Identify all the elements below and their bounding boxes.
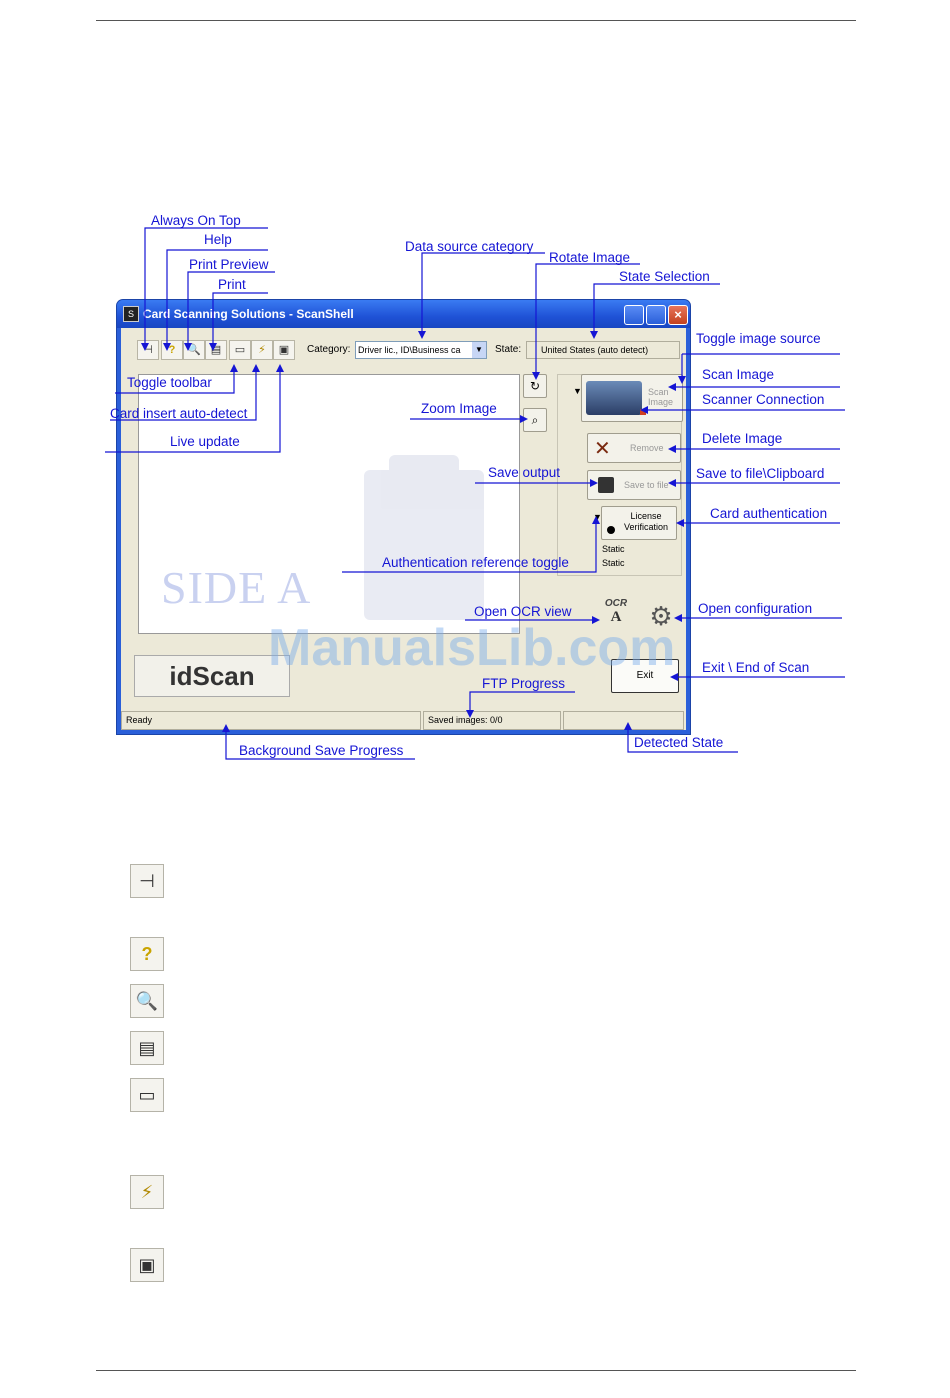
callout-card-authentication: Card authentication [710,506,828,521]
side-a-watermark: SIDE A [161,562,312,613]
callout-open-ocr-view: Open OCR view [474,604,572,619]
auth-reference-toggle[interactable]: ▼ [593,512,602,522]
legend-help-icon: ? [130,937,164,971]
pin-icon: ⊣ [143,344,153,356]
exit-button[interactable]: Exit [611,659,679,693]
status-ready: Ready [121,711,421,730]
wand-icon: ⚡ [258,344,266,356]
callout-live-update: Live update [170,434,240,449]
callout-scan-image: Scan Image [702,367,775,382]
bottom-rule [96,1370,856,1371]
save-to-file-label: Save to file [624,480,669,490]
static-text-1: Static [602,544,625,554]
legend-live-update-icon: ▣ [130,1248,164,1282]
delete-icon: ✕ [594,438,611,460]
chevron-down-icon: ▼ [472,342,486,358]
callout-ftp-progress: FTP Progress [482,676,566,691]
callout-save-output: Save output [488,465,561,480]
exit-label: Exit [636,670,654,681]
configuration-button[interactable]: ⚙ [643,598,679,634]
callout-print-preview: Print Preview [189,257,269,272]
live-update-icon: ▣ [278,344,290,356]
callout-authentication-reference-toggle: Authentication reference toggle [382,555,569,570]
zoom-icon: ⌕ [531,413,539,427]
callout-open-configuration: Open configuration [698,601,813,616]
callout-zoom-image: Zoom Image [421,401,497,416]
legend-toolbar-icon: ▭ [130,1078,164,1112]
callout-scanner-connection: Scanner Connection [702,392,825,407]
floppy-icon [598,477,614,493]
callout-help: Help [204,232,232,247]
license-label: License Verification [623,511,669,532]
idscan-logo-text: idScan [169,661,255,691]
state-label: State: [495,344,522,355]
license-verification-button[interactable]: License Verification [601,506,677,540]
status-saved-images: Saved images: 0/0 [423,711,561,730]
gear-icon: ⚙ [649,601,673,631]
callout-exit-end-of-scan: Exit \ End of Scan [702,660,810,675]
close-button[interactable]: × [668,305,688,325]
legend-pin-icon: ⊣ [130,864,164,898]
static-text-2: Static [602,558,625,568]
callout-toggle-image-source: Toggle image source [696,331,821,346]
remove-label: Remove [630,443,664,453]
manualslib-watermark: ManualsLib.com [268,619,676,677]
save-to-file-button[interactable]: Save to file [587,470,681,500]
legend-print-icon: ▤ [130,1031,164,1065]
callout-data-source-category: Data source category [405,239,534,254]
rotate-icon: ↻ [529,379,541,393]
client-area: ⊣ ? 🔍 ▤ ▭ ⚡ ▣ Category: Driver lic., ID\… [121,328,686,730]
callout-background-save-progress: Background Save Progress [239,743,404,758]
help-icon: ? [168,344,176,356]
callout-always-on-top: Always On Top [151,213,241,228]
category-value: Driver lic., ID\Business ca [358,345,461,355]
callout-delete-image: Delete Image [702,431,783,446]
print-preview-icon: 🔍 [187,344,201,356]
category-label: Category: [307,344,351,355]
ocr-view-button[interactable]: OCR A [595,598,637,634]
live-update-button[interactable]: ▣ [273,340,295,360]
license-dot-icon [607,526,615,534]
category-select[interactable]: Driver lic., ID\Business ca ▼ [355,341,487,359]
callout-card-insert-auto-detect: Card insert auto-detect [110,406,248,421]
maximize-button[interactable] [646,305,666,325]
state-value: United States (auto detect) [541,345,649,355]
card-insert-auto-detect-button[interactable]: ⚡ [251,340,273,360]
zoom-image-button[interactable]: ⌕ [523,408,547,432]
top-rule [96,20,856,21]
state-select[interactable]: United States (auto detect) [526,341,680,359]
scan-image-button[interactable]: Scan Image [581,374,683,422]
legend-wand-icon: ⚡ [130,1175,164,1209]
print-icon: ▤ [210,344,222,356]
legend-print-preview-icon: 🔍 [130,984,164,1018]
status-detected-state [563,711,684,730]
ocr-label: OCR [604,598,628,609]
minimize-button[interactable] [624,305,644,325]
callout-rotate-image: Rotate Image [549,250,631,265]
scanshell-window: S Card Scanning Solutions - ScanShell × … [117,300,690,734]
scanner-icon [586,381,642,415]
callout-print: Print [218,277,246,292]
scan-image-label: Scan Image [648,387,674,407]
window-title: Card Scanning Solutions - ScanShell [143,307,354,321]
toggle-toolbar-button[interactable]: ▭ [229,340,251,360]
app-icon: S [123,306,139,322]
remove-button[interactable]: ✕ Remove [587,433,681,463]
callout-save-to-file-clipboard: Save to file\Clipboard [696,466,825,481]
callout-state-selection: State Selection [619,269,710,284]
image-pane[interactable]: SIDE A [138,374,520,634]
toolbar-icon: ▭ [234,344,246,356]
callout-toggle-toolbar: Toggle toolbar [127,375,212,390]
ocr-letter: A [610,609,622,625]
scanner-connection-icon [640,409,646,415]
image-source-toggle[interactable]: ▼ [573,386,582,396]
callout-detected-state: Detected State [634,735,724,750]
idscan-logo: idScan [134,655,290,697]
document-watermark-icon [364,455,484,620]
